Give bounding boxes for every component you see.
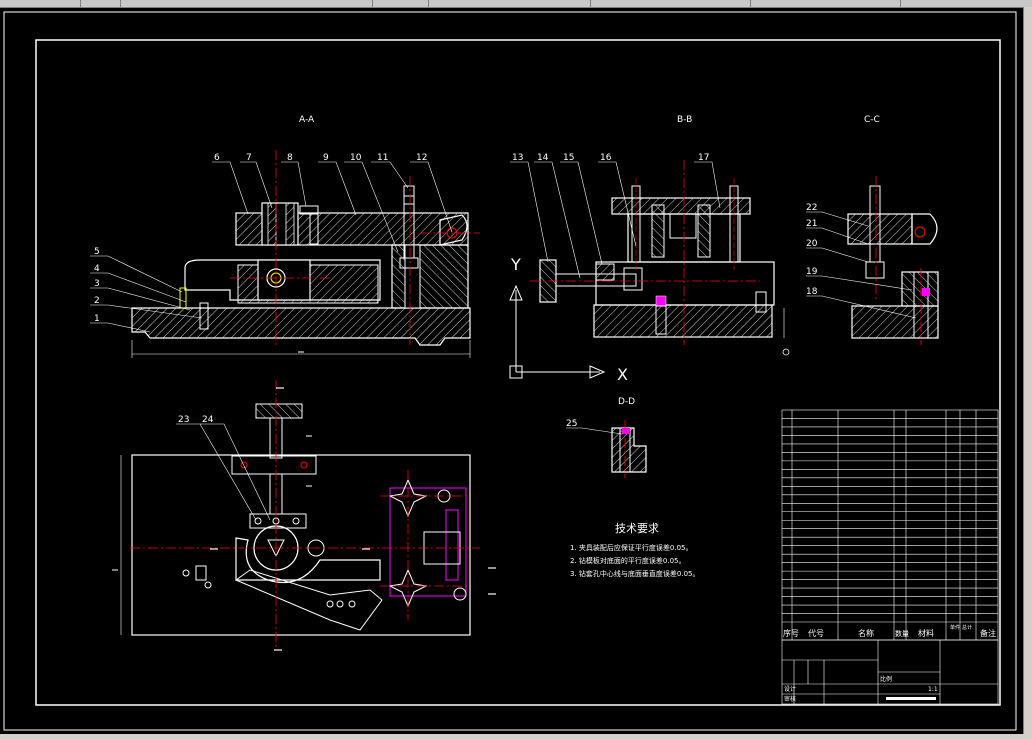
bom-col-remark: 备注 <box>980 628 996 638</box>
balloon-5: 5 <box>94 247 100 257</box>
tab-separator <box>590 0 591 7</box>
balloon-13: 13 <box>512 153 523 163</box>
bom-table <box>781 409 999 641</box>
tab-separator <box>80 0 81 7</box>
tab-separator <box>900 0 901 7</box>
tech-req-line-3: 3. 钻套孔中心线与底面垂直度误差0.05。 <box>570 569 700 578</box>
title-checker: 审核 <box>784 695 796 703</box>
title-designer: 设计 <box>784 685 796 693</box>
plan-view: 23 24 <box>112 380 496 651</box>
balloon-7: 7 <box>246 153 252 163</box>
section-dd-view: 25 <box>566 419 647 478</box>
balloon-18: 18 <box>806 287 818 297</box>
axis-label-y: Y <box>510 255 521 274</box>
bom-col-no: 序号 <box>783 628 799 638</box>
balloon-16: 16 <box>600 153 612 163</box>
balloon-22: 22 <box>806 203 817 213</box>
tab-separator <box>120 0 121 7</box>
balloon-12: 12 <box>416 153 427 163</box>
balloon-11: 11 <box>377 153 388 163</box>
balloon-10: 10 <box>350 153 362 163</box>
tech-req-title: 技术要求 <box>615 522 659 535</box>
tab-separator <box>750 0 751 7</box>
view-title-bb: B-B <box>677 115 692 125</box>
technical-requirements: 技术要求 1. 夹具装配后应保证平行度误差0.05。 2. 钻模板对底面的平行度… <box>570 522 700 578</box>
view-titles: A-A B-B C-C D-D <box>299 115 880 407</box>
balloon-24: 24 <box>202 415 214 425</box>
tech-req-line-1: 1. 夹具装配后应保证平行度误差0.05。 <box>570 543 693 552</box>
balloon-15: 15 <box>563 153 574 163</box>
balloon-9: 9 <box>323 153 329 163</box>
view-title-cc: C-C <box>864 115 880 125</box>
section-aa-view: 6 7 8 9 10 11 12 5 4 3 2 1 <box>90 150 480 358</box>
balloon-2: 2 <box>94 296 100 306</box>
balloon-8: 8 <box>287 153 293 163</box>
balloon-17: 17 <box>698 153 709 163</box>
window-bottom-edge <box>0 734 1032 739</box>
title-scale-label: 比例 <box>880 675 892 683</box>
balloon-19: 19 <box>806 267 818 277</box>
balloon-25: 25 <box>566 419 577 429</box>
section-cc-view: 22 21 20 19 18 <box>806 176 939 345</box>
drawing-frame <box>3 11 1017 731</box>
balloon-14: 14 <box>537 153 549 163</box>
tab-separator <box>372 0 373 7</box>
ucs-icon <box>509 284 606 379</box>
title-block <box>781 639 999 705</box>
bom-col-qty: 数量 <box>895 629 909 638</box>
balloon-4: 4 <box>94 264 100 274</box>
balloon-1: 1 <box>94 314 100 324</box>
title-bar <box>886 697 936 700</box>
title-scale-value: 1:1 <box>928 686 938 693</box>
tab-separator <box>428 0 429 7</box>
axis-label-x: X <box>617 365 628 384</box>
bom-header: 序号 代号 名称 数量 材料 单件 总计 备注 <box>783 624 996 638</box>
window-right-edge <box>1023 7 1032 739</box>
title-block-text: 设计 审核 比例 1:1 <box>784 675 938 703</box>
bom-col-name: 名称 <box>858 628 874 638</box>
bom-col-total: 总计 <box>962 624 972 631</box>
balloon-21: 21 <box>806 219 817 229</box>
balloon-23: 23 <box>178 415 189 425</box>
balloon-6: 6 <box>214 153 220 163</box>
section-bb-view: 13 14 15 16 17 <box>510 153 790 356</box>
view-title-aa: A-A <box>299 115 315 125</box>
bom-rows <box>782 418 998 623</box>
balloon-20: 20 <box>806 239 818 249</box>
bom-col-unit: 单件 <box>950 624 960 631</box>
bom-col-code: 代号 <box>808 628 824 638</box>
tab-strip <box>0 0 1032 8</box>
balloon-3: 3 <box>94 279 100 289</box>
view-title-dd: D-D <box>618 397 635 407</box>
bom-col-material: 材料 <box>918 628 934 638</box>
tech-req-line-2: 2. 钻模板对底面的平行度误差0.05。 <box>570 556 686 565</box>
